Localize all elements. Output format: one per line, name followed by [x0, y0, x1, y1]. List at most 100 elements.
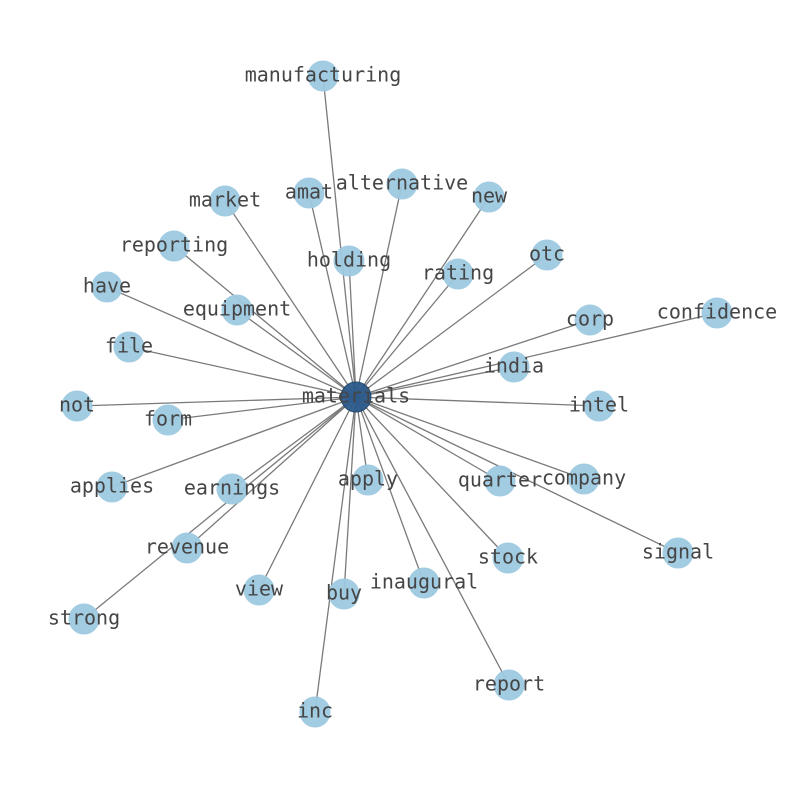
edge-materials-earnings: [231, 396, 357, 490]
node-label-quarter: quarter: [458, 468, 542, 492]
edge-materials-inc: [314, 396, 357, 713]
edge-materials-have: [106, 286, 357, 398]
node-label-view: view: [235, 577, 284, 601]
node-label-new: new: [471, 184, 508, 208]
node-label-signal: signal: [642, 540, 714, 564]
node-label-report: report: [473, 672, 545, 696]
edge-materials-not: [76, 396, 357, 407]
edge-materials-report: [355, 396, 510, 686]
node-inaugural: [408, 567, 440, 599]
node-label-materials: materials: [302, 384, 410, 408]
edge-materials-manufacturing: [322, 75, 357, 398]
node-label-buy: buy: [326, 581, 362, 605]
edge-materials-inaugural: [355, 396, 425, 584]
node-layer: [61, 60, 733, 728]
node-label-otc: otc: [529, 242, 565, 266]
node-apply: [352, 464, 384, 496]
edge-materials-strong: [83, 396, 357, 620]
edge-materials-view: [258, 396, 357, 591]
node-label-earnings: earnings: [184, 476, 280, 500]
node-manufacturing: [307, 60, 339, 92]
node-file: [113, 331, 145, 363]
node-otc: [531, 239, 563, 271]
node-amat: [293, 177, 325, 209]
node-label-strong: strong: [48, 606, 120, 630]
node-buy: [328, 578, 360, 610]
node-label-applies: applies: [70, 474, 154, 498]
edge-materials-signal: [355, 396, 679, 554]
node-not: [61, 390, 93, 422]
node-label-have: have: [83, 274, 131, 298]
node-report: [493, 669, 525, 701]
node-alternative: [386, 168, 418, 200]
node-label-manufacturing: manufacturing: [245, 63, 402, 87]
node-intel: [583, 390, 615, 422]
edge-layer: [76, 75, 718, 713]
edge-materials-quarter: [355, 396, 501, 482]
edge-materials-confidence: [355, 312, 718, 398]
node-new: [473, 181, 505, 213]
node-label-market: market: [189, 188, 261, 212]
node-market: [209, 185, 241, 217]
edge-materials-buy: [343, 396, 357, 595]
node-strong: [68, 603, 100, 635]
node-label-stock: stock: [478, 545, 538, 569]
node-label-inc: inc: [297, 699, 333, 723]
node-label-reporting: reporting: [120, 233, 228, 257]
edge-materials-stock: [355, 396, 509, 559]
node-label-india: india: [484, 354, 544, 378]
node-label-confidence: confidence: [657, 300, 777, 324]
node-label-form: form: [144, 407, 192, 431]
edge-materials-market: [224, 200, 357, 398]
node-form: [152, 404, 184, 436]
edge-materials-holding: [348, 260, 357, 398]
edge-materials-company: [355, 396, 585, 480]
edge-materials-otc: [355, 254, 548, 398]
node-earnings: [216, 473, 248, 505]
node-corp: [574, 304, 606, 336]
edge-materials-reporting: [173, 245, 357, 398]
node-quarter: [484, 465, 516, 497]
node-label-inaugural: inaugural: [370, 570, 478, 594]
node-label-apply: apply: [338, 467, 398, 491]
node-label-company: company: [542, 466, 626, 490]
edge-materials-equipment: [236, 309, 357, 398]
node-confidence: [701, 297, 733, 329]
node-label-file: file: [105, 334, 153, 358]
node-label-not: not: [59, 393, 95, 417]
edge-materials-india: [355, 366, 515, 398]
edge-materials-revenue: [186, 396, 357, 549]
node-inc: [299, 696, 331, 728]
edge-materials-new: [355, 196, 490, 398]
edge-materials-rating: [355, 273, 459, 398]
node-reporting: [158, 230, 190, 262]
node-label-alternative: alternative: [336, 171, 468, 195]
node-label-revenue: revenue: [145, 535, 229, 559]
edge-materials-applies: [111, 396, 357, 488]
node-materials: [340, 381, 372, 413]
node-india: [498, 351, 530, 383]
node-label-rating: rating: [422, 261, 494, 285]
edge-materials-alternative: [355, 183, 403, 398]
node-label-intel: intel: [569, 393, 629, 417]
node-applies: [96, 471, 128, 503]
node-rating: [442, 258, 474, 290]
node-company: [568, 463, 600, 495]
node-label-equipment: equipment: [183, 297, 291, 321]
node-revenue: [171, 532, 203, 564]
edge-materials-intel: [355, 396, 600, 407]
node-stock: [492, 542, 524, 574]
node-view: [243, 574, 275, 606]
edge-materials-file: [128, 346, 357, 398]
edge-materials-amat: [308, 192, 357, 398]
node-equipment: [221, 294, 253, 326]
node-have: [91, 271, 123, 303]
node-holding: [333, 245, 365, 277]
node-label-amat: amat: [285, 180, 333, 204]
node-label-corp: corp: [566, 307, 614, 331]
edge-materials-form: [167, 396, 357, 421]
edge-materials-corp: [355, 319, 591, 398]
node-signal: [662, 537, 694, 569]
